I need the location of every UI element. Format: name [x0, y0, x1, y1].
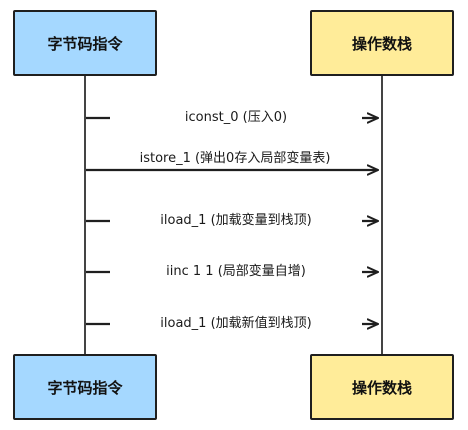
participant-operand-stack-top: 操作数栈 [310, 10, 454, 76]
message-label-3: iload_1 (加载变量到栈顶) [110, 213, 362, 229]
message-label-1: iconst_0 (压入0) [110, 110, 362, 126]
participant-bytecode-bottom: 字节码指令 [13, 354, 157, 420]
lifeline-operand-stack [381, 76, 383, 354]
message-label-4: iinc 1 1 (局部变量自增) [110, 264, 362, 280]
message-label-2: istore_1 (弹出0存入局部变量表) [128, 151, 342, 167]
participant-bytecode-label: 字节码指令 [47, 378, 123, 397]
participant-bytecode-top: 字节码指令 [13, 10, 157, 76]
participant-bytecode-label: 字节码指令 [47, 34, 123, 53]
lifeline-bytecode [84, 76, 86, 354]
participant-operand-stack-label: 操作数栈 [351, 34, 412, 53]
participant-operand-stack-bottom: 操作数栈 [310, 354, 454, 420]
participant-operand-stack-label: 操作数栈 [351, 378, 412, 397]
message-label-5: iload_1 (加载新值到栈顶) [110, 316, 362, 332]
